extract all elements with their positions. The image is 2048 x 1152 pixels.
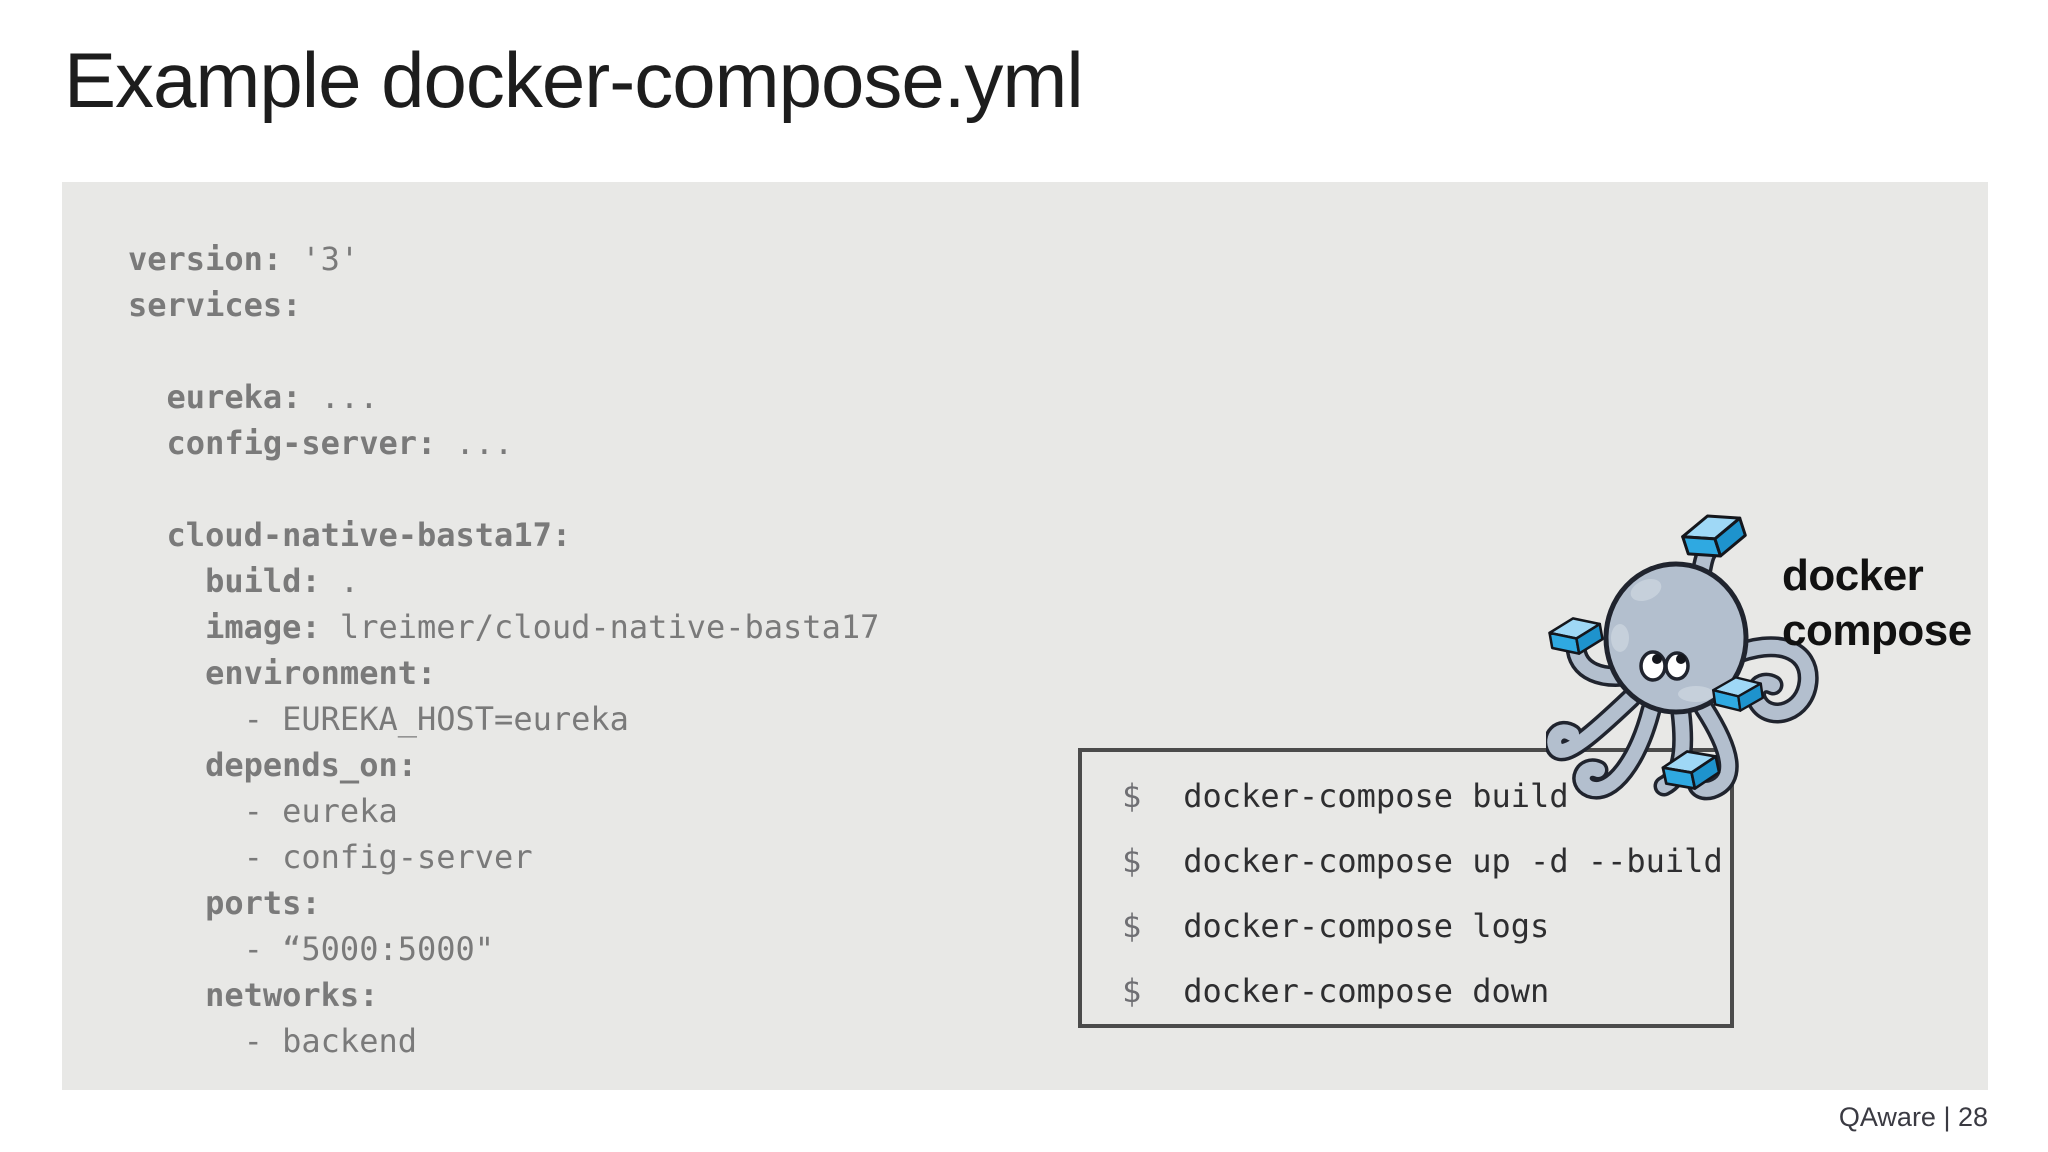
yaml-line: cloud-native-basta17: — [166, 516, 572, 554]
yaml-line: depends_on: — [205, 746, 417, 784]
yaml-line — [128, 466, 879, 512]
yaml-line: - eureka — [243, 792, 398, 830]
yaml-line: image: lreimer/cloud-native-basta17 — [205, 608, 880, 646]
yaml-line: - “5000:5000" — [243, 930, 495, 968]
command-line: $ docker-compose logs — [1122, 894, 1730, 959]
yaml-line: networks: — [205, 976, 379, 1014]
shell-prompt: $ — [1122, 842, 1142, 880]
yaml-line: services: — [128, 286, 302, 324]
yaml-line: - backend — [243, 1022, 417, 1060]
yaml-line: eureka: ... — [166, 378, 379, 416]
command-line: $ docker-compose down — [1122, 959, 1730, 1024]
yaml-line: config-server: ... — [166, 424, 514, 462]
yaml-line — [128, 328, 879, 374]
shell-prompt: $ — [1122, 972, 1142, 1010]
yaml-line: - config-server — [243, 838, 533, 876]
command-line: $ docker-compose up -d --build — [1122, 829, 1730, 894]
yaml-line: - EUREKA_HOST=eureka — [243, 700, 629, 738]
command-text: docker-compose build — [1183, 777, 1569, 815]
yaml-line: environment: — [205, 654, 437, 692]
command-text: docker-compose logs — [1183, 907, 1550, 945]
shell-prompt: $ — [1122, 777, 1142, 815]
command-text: docker-compose down — [1183, 972, 1550, 1010]
command-box: $ docker-compose build $ docker-compose up … — [1078, 748, 1734, 1028]
command-line: $ docker-compose build — [1122, 764, 1730, 829]
shell-prompt: $ — [1122, 907, 1142, 945]
yaml-line: ports: — [205, 884, 321, 922]
footer-page-label: QAware | 28 — [1838, 1102, 1988, 1132]
yaml-line: build: . — [205, 562, 360, 600]
yaml-code-block: version: '3' services: eureka: ... config… — [128, 236, 879, 1064]
yaml-line: version: '3' — [128, 240, 360, 278]
slide-title: Example docker-compose.yml — [64, 36, 1084, 124]
command-text: docker-compose up -d --build — [1183, 842, 1723, 880]
